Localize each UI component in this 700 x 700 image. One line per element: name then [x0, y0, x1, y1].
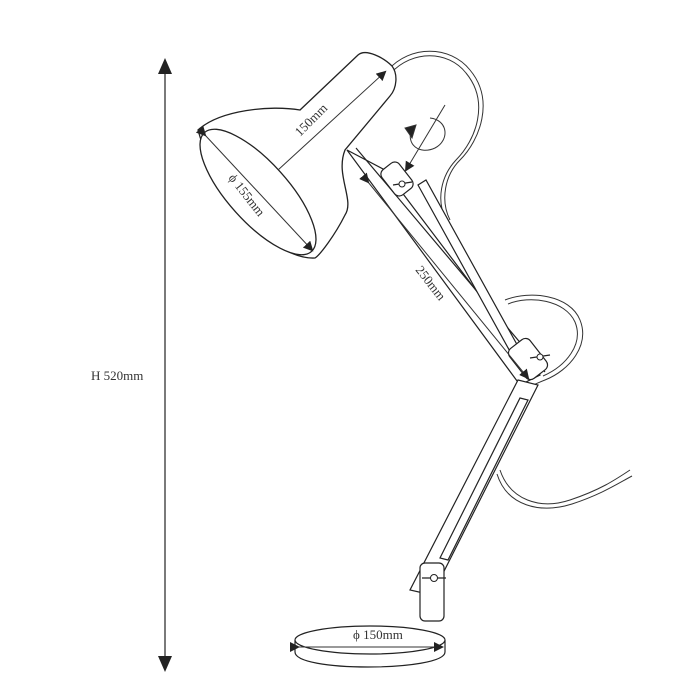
rotation-indicator	[404, 104, 446, 172]
height-dimension	[158, 58, 172, 672]
base-diameter-label: ϕ 150mm	[353, 627, 403, 642]
arm-length-dimension	[359, 172, 530, 380]
shade-diameter-dimension	[195, 125, 314, 252]
base-wing-screw	[422, 574, 446, 582]
height-label: H 520mm	[91, 368, 143, 383]
shade-length-dimension	[277, 70, 387, 171]
upper-arm	[346, 147, 549, 386]
